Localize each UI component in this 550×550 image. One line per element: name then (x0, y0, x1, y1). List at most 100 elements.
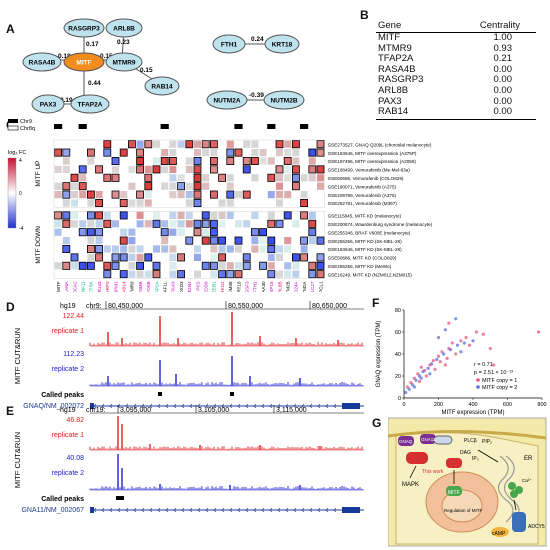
heatmap-cell (87, 190, 95, 199)
heatmap-cell (144, 220, 152, 228)
heatmap-cell (79, 220, 87, 228)
heatmap-cell (185, 199, 193, 207)
scatter-point (409, 381, 413, 385)
heatmap-row-label: GSE190071, Vemurafenib (A375) (328, 184, 397, 189)
rep2-label: replicate 2 (52, 366, 84, 373)
heatmap-cell (194, 140, 201, 148)
heatmap-cell (226, 211, 234, 219)
scatter-point (419, 376, 423, 380)
heatmap-cell (120, 228, 128, 236)
node-nutm2a: NUTM2A (213, 98, 240, 105)
scatter-point (430, 362, 434, 366)
heatmap-cell (267, 244, 276, 253)
cell-gene: TFAP2A (378, 53, 414, 65)
scatter-point (492, 363, 496, 367)
chr9-label: Chr9 (20, 119, 32, 125)
heatmap-cell (193, 228, 202, 237)
heatmap-row-label: GSE255256, MITF KD (SK-MEL-28) (328, 239, 403, 244)
gene-label: GNA11/NM_002067 (21, 507, 84, 514)
heatmap-cell (103, 140, 112, 149)
annotation-p: p = 2.51 × 10⁻¹³ (474, 370, 513, 376)
group-label-up: MITF UP (35, 161, 42, 187)
chrom-marker (300, 124, 309, 129)
heatmap-cell (292, 157, 300, 165)
cell-centrality: 0.00 (493, 84, 513, 96)
cell-gene: ARL8B (378, 84, 409, 96)
heatmap-gene-label: TAF1L (163, 281, 168, 292)
heatmap-row-label: GSE115845, MITF KD (melanocyte) (328, 214, 402, 219)
heatmap-cell (62, 182, 71, 191)
heatmap-cell (276, 174, 283, 182)
gna11-protein (420, 434, 436, 444)
heatmap-cell (226, 140, 234, 148)
heatmap-cell (218, 262, 226, 270)
coord-label: 3,105,000 (198, 407, 229, 414)
cell-centrality: 0.00 (493, 63, 513, 75)
heatmap-cell (201, 211, 210, 220)
heatmap-cell (234, 236, 243, 245)
label-adcy5: ADCY5 (528, 524, 545, 530)
legend-tick: 4 (19, 158, 22, 164)
edge-weight: 0.19 (60, 97, 73, 104)
called-peaks-label: Called peaks (41, 392, 84, 399)
heatmap-cell (300, 191, 308, 199)
heatmap-cell (87, 148, 95, 157)
heatmap-cell (226, 148, 235, 157)
cell-gene: RAB14 (378, 106, 409, 118)
scatter-point (407, 387, 411, 391)
heatmap-cell (103, 211, 111, 219)
heatmap-gene-label: PKS (195, 281, 200, 290)
heatmap-cell (177, 174, 185, 182)
heatmap-cell (168, 157, 177, 166)
scatter-point (412, 376, 416, 380)
heatmap-cell (87, 199, 95, 207)
calcium-ion (508, 482, 516, 490)
x-tick-label: 400 (468, 402, 477, 408)
heatmap-cell (95, 220, 103, 228)
heatmap-cell (136, 165, 145, 174)
legend-label: MITF copy = 1 (482, 378, 517, 384)
heatmap-cell (292, 262, 300, 270)
heatmap-cell (316, 253, 325, 262)
edge-weight: 0.24 (251, 36, 264, 43)
heatmap-cell (161, 245, 169, 253)
heatmap-row-label: GSE252781, Vemurafenib (M397) (328, 201, 398, 206)
heatmap-cell (87, 237, 95, 245)
heatmap-cell (177, 140, 185, 148)
heatmap-cell (308, 157, 316, 165)
scatter-point (436, 335, 441, 340)
y-axis-label: GNAQ expression (TPM) (376, 321, 382, 388)
group-label-down: MITF DOWN (35, 226, 42, 264)
heatmap-cell (128, 182, 136, 190)
heatmap-cell (128, 253, 136, 261)
scatter-point (443, 363, 447, 367)
label-gnaq: GNAQ (399, 439, 413, 444)
heatmap-cell (87, 244, 95, 253)
heatmap-cell (316, 140, 325, 149)
scatter-point (428, 372, 432, 376)
node-mitf: MITF (76, 60, 91, 67)
heatmap-gene-label: ARL8B (277, 281, 282, 292)
heatmap-cell (54, 228, 62, 236)
heatmap-gene-label: IGSF3 (245, 281, 250, 292)
heatmap-cell (62, 261, 71, 270)
heatmap-cell (267, 173, 276, 182)
y-tick-label: 80 (395, 308, 401, 314)
heatmap-cell (267, 157, 275, 165)
heatmap-cell (169, 220, 177, 228)
heatmap-cell (275, 140, 284, 149)
heatmap-gene-label: TRIM48 (228, 281, 233, 292)
heatmap-cell (243, 140, 251, 148)
heatmap-gene-label: NAA30 (261, 281, 266, 292)
label-er: ER (524, 456, 533, 462)
heatmap-cell (152, 270, 161, 279)
heatmap-cell (235, 245, 242, 253)
gnaq-protein (398, 436, 414, 446)
heatmap-cell (308, 148, 317, 157)
header-centrality: Centrality (479, 20, 520, 31)
scatter-point (412, 385, 416, 389)
heatmap-row-label: GSE168499, Vemurafenib (Me-Mel-63a) (328, 168, 411, 173)
heatmap-cell (87, 157, 95, 165)
cell-gene: MTMR9 (378, 42, 412, 54)
